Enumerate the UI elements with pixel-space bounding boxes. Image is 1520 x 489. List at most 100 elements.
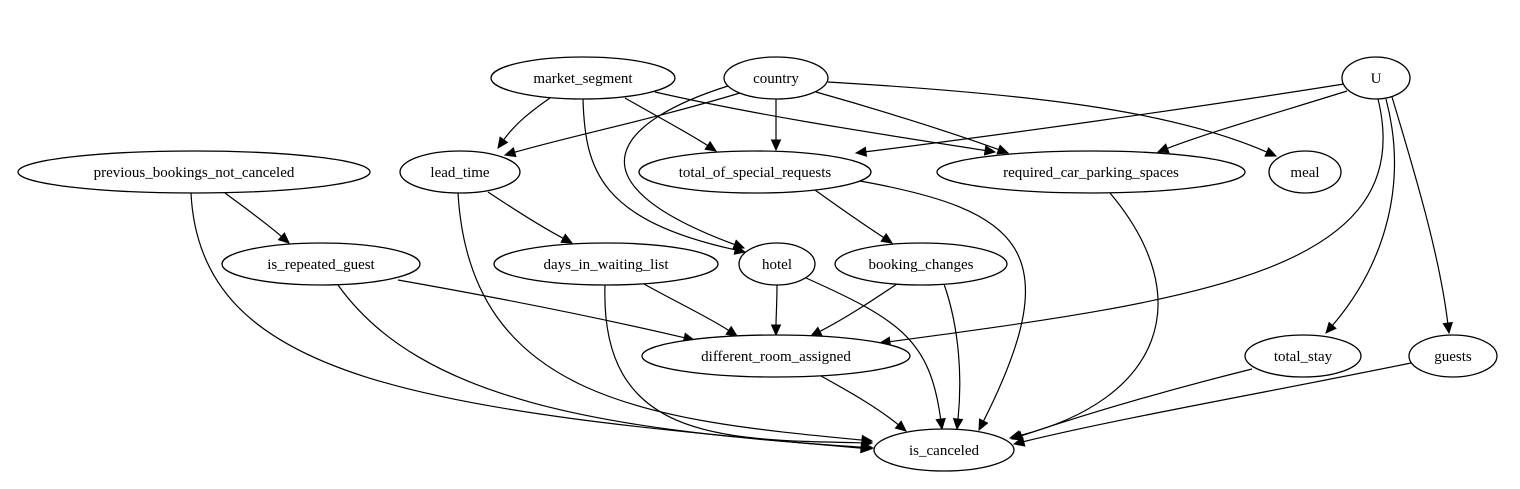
node-ellipse [1341, 56, 1411, 100]
arrowhead [952, 418, 964, 431]
arrowhead [770, 324, 782, 337]
arrowhead [894, 420, 907, 432]
edge-line [1332, 98, 1396, 326]
edge-days_in_waiting_list-to-is_canceled [604, 284, 874, 449]
node-ellipse [641, 334, 911, 378]
arrowhead [983, 145, 997, 156]
edge-line [654, 91, 986, 152]
edge-line [805, 277, 942, 420]
edge-previous_bookings_not_canceled-to-is_repeated_guest [224, 192, 290, 244]
arrowhead [503, 147, 517, 158]
node-label: is_repeated_guest [267, 257, 375, 273]
edge-is_repeated_guest-to-different_room_assigned [397, 279, 696, 343]
arrowhead [1442, 321, 1453, 335]
edge-line [859, 180, 1027, 422]
arrowhead [854, 146, 868, 157]
edge-line [815, 91, 999, 151]
edge-line [775, 284, 778, 326]
edge-line [1021, 368, 1253, 437]
node-ellipse [490, 56, 676, 100]
node-label: booking_changes [869, 257, 974, 273]
arrowhead [1325, 321, 1337, 334]
edge-country-to-lead_time [503, 92, 741, 158]
edge-line [457, 192, 863, 441]
edge-different_room_assigned-to-is_canceled [820, 375, 907, 432]
edge-line [503, 97, 551, 141]
arrowhead [935, 417, 946, 431]
edge-line [1167, 90, 1348, 149]
edge-lead_time-to-is_canceled [457, 192, 874, 446]
node-lead_time: lead_time [399, 150, 521, 194]
edge-country-to-hotel [623, 85, 746, 250]
node-ellipse [873, 428, 1015, 472]
arrowhead [978, 418, 989, 432]
arrowhead [996, 144, 1010, 155]
arrowhead [880, 232, 894, 244]
edge-required_car_parking_spaces-to-is_canceled [1008, 192, 1159, 441]
node-required_car_parking_spaces: required_car_parking_spaces [936, 150, 1246, 194]
edge-line [624, 97, 708, 147]
node-label: country [753, 71, 799, 87]
edge-line [514, 92, 741, 153]
node-U: U [1341, 56, 1411, 100]
edge-previous_bookings_not_canceled-to-is_canceled [190, 192, 873, 454]
node-ellipse [638, 150, 872, 194]
edges-layer [190, 81, 1453, 454]
arrowhead [725, 325, 739, 337]
arrowhead [1012, 436, 1026, 447]
edge-line [943, 283, 961, 420]
arrowhead [704, 140, 718, 152]
edge-U-to-required_car_parking_spaces [1156, 90, 1348, 154]
node-ellipse [834, 242, 1008, 286]
arrowhead [1010, 430, 1024, 441]
node-label: is_canceled [909, 443, 979, 459]
arrowhead [861, 437, 874, 449]
edge-line [582, 98, 736, 251]
edge-hotel-to-different_room_assigned [770, 284, 782, 337]
node-is_canceled: is_canceled [873, 428, 1015, 472]
node-days_in_waiting_list: days_in_waiting_list [493, 242, 719, 286]
node-label: required_car_parking_spaces [1003, 165, 1179, 181]
node-different_room_assigned: different_room_assigned [641, 334, 911, 378]
edge-line [190, 192, 862, 449]
edge-line [1391, 96, 1449, 324]
arrowhead [560, 233, 574, 244]
edge-line [643, 283, 730, 331]
edge-booking_changes-to-is_canceled [943, 283, 964, 431]
node-total_stay: total_stay [1244, 334, 1362, 378]
node-guests: guests [1408, 334, 1498, 378]
node-ellipse [1268, 150, 1342, 194]
arrowhead [497, 136, 509, 149]
edge-line [604, 284, 863, 444]
edge-line [224, 192, 282, 237]
node-meal: meal [1268, 150, 1342, 194]
node-label: different_room_assigned [701, 349, 851, 365]
edge-U-to-total_of_special_requests [854, 83, 1345, 157]
node-is_repeated_guest: is_repeated_guest [221, 242, 421, 286]
node-label: total_of_special_requests [679, 165, 832, 181]
edge-line [889, 98, 1384, 343]
edge-market_segment-to-total_of_special_requests [624, 97, 718, 152]
node-ellipse [221, 242, 421, 286]
arrowhead [809, 326, 823, 337]
edge-line [827, 81, 1268, 153]
edge-line [1023, 362, 1412, 443]
node-label: meal [1290, 165, 1319, 181]
arrowhead [1264, 146, 1278, 157]
edge-U-to-guests [1391, 96, 1453, 335]
edge-line [623, 85, 735, 246]
edge-line [487, 191, 564, 239]
node-ellipse [17, 150, 371, 194]
edge-line [1019, 192, 1159, 437]
edge-line [819, 283, 898, 332]
edge-line [337, 284, 864, 448]
node-market_segment: market_segment [490, 56, 676, 100]
edge-total_of_special_requests-to-booking_changes [814, 189, 894, 244]
arrowhead [770, 139, 782, 152]
node-label: U [1371, 71, 1382, 87]
edge-hotel-to-is_canceled [805, 277, 946, 431]
node-label: hotel [762, 257, 792, 273]
arrowhead [1156, 143, 1170, 154]
edge-country-to-total_of_special_requests [770, 98, 782, 152]
